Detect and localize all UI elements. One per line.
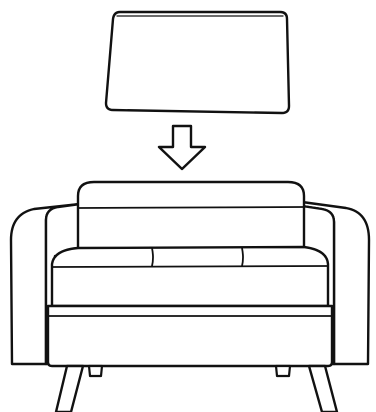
sofa-base <box>46 304 334 368</box>
sofa-seat <box>50 245 330 308</box>
sofa-leg-front-left <box>54 364 85 412</box>
sofa-backrest-seam <box>78 206 304 209</box>
sofa-seat-front-seam <box>52 265 328 268</box>
sofa-seat-divider-right <box>241 247 244 267</box>
sofa-icon <box>9 180 371 412</box>
cushion-panel <box>104 10 291 115</box>
sofa-leg-back-left <box>87 364 104 378</box>
sofa-seat-divider-left <box>151 247 154 267</box>
sofa-leg-back-right <box>274 364 292 378</box>
cushion-panel-outline <box>104 10 291 115</box>
down-arrow-icon <box>157 124 207 171</box>
sofa-leg-front-right <box>307 364 339 412</box>
sofa-backrest <box>76 180 306 254</box>
